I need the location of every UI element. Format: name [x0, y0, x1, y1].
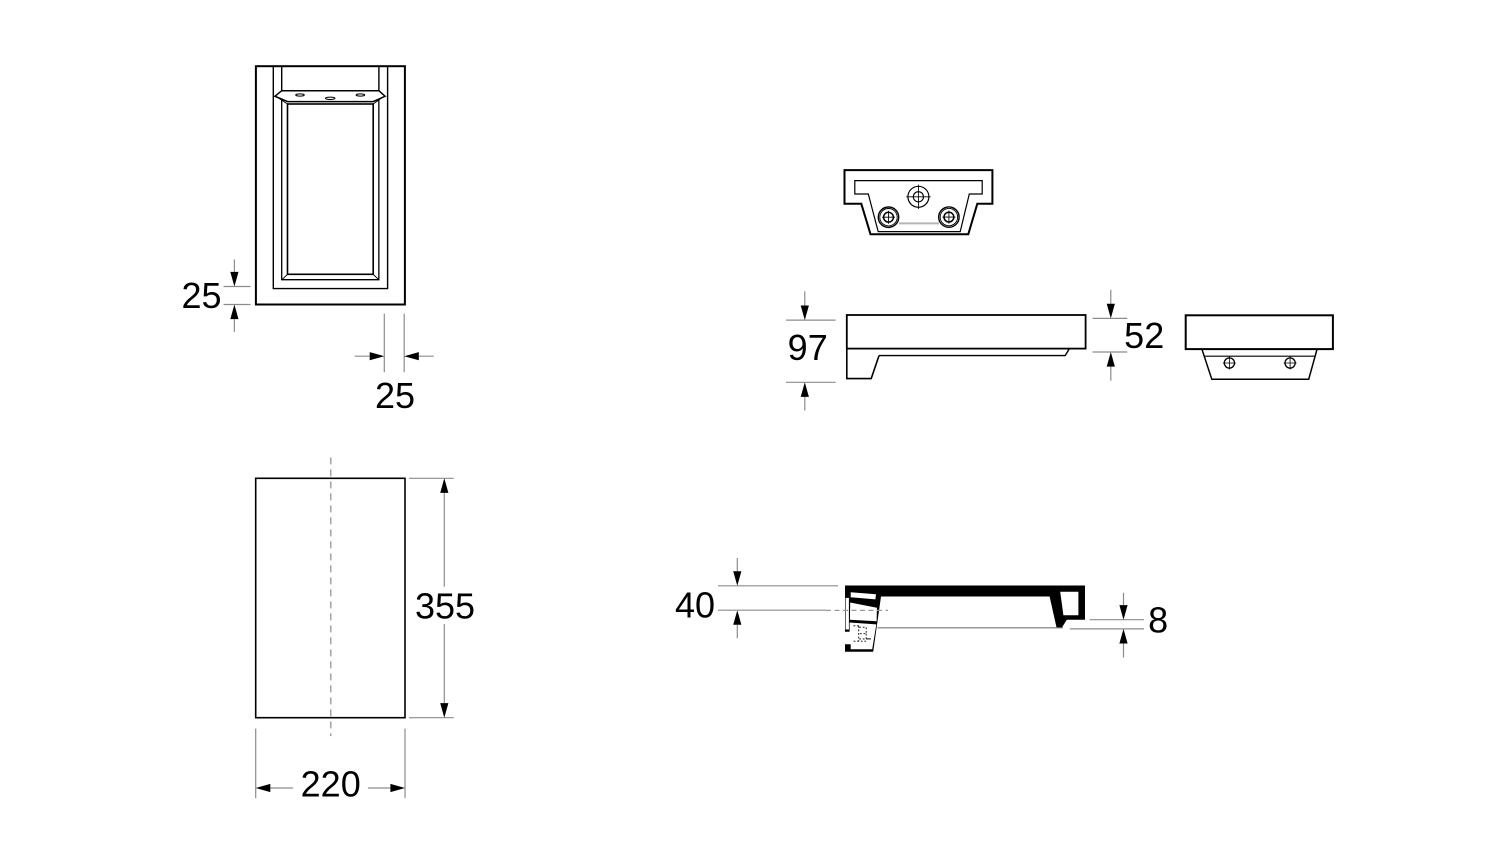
- svg-text:40: 40: [675, 585, 715, 626]
- svg-text:8: 8: [1148, 600, 1168, 641]
- svg-text:52: 52: [1124, 315, 1164, 356]
- svg-text:97: 97: [788, 327, 828, 368]
- svg-text:25: 25: [375, 375, 415, 416]
- svg-text:220: 220: [301, 764, 361, 805]
- svg-text:25: 25: [181, 275, 221, 316]
- svg-text:355: 355: [415, 586, 475, 627]
